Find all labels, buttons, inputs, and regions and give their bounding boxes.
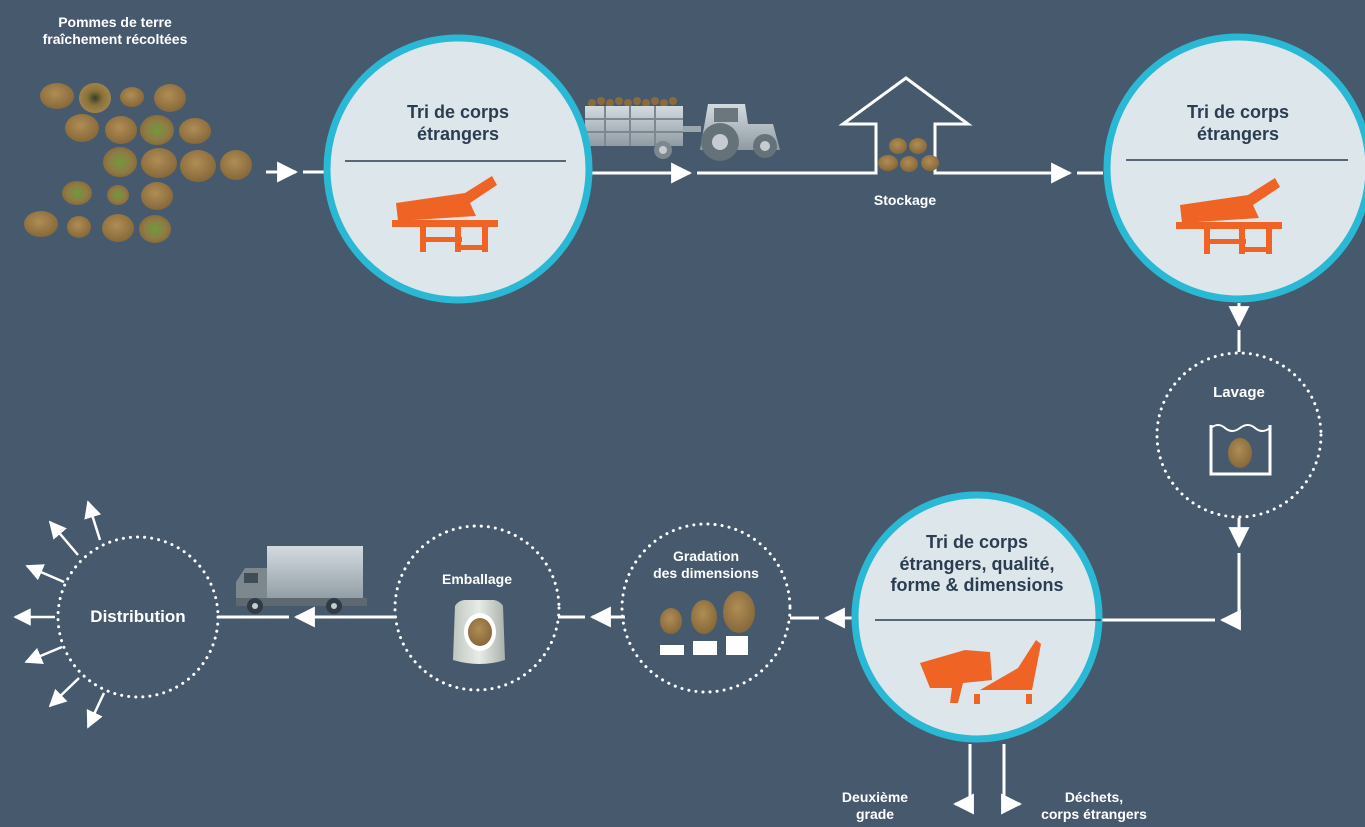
distribution-arrows [13,500,106,729]
sorting-station-2 [1103,33,1365,303]
distribution-label: Distribution [90,607,186,626]
tractor-icon [585,97,780,161]
washing-label: Lavage [1213,384,1265,401]
packaging-station [393,524,561,692]
potato-pile-icon [24,83,252,243]
sorting-station-1 [323,34,593,304]
truck-icon [236,546,367,614]
potato-icon [1228,438,1252,468]
waste-label: Déchets,corps étrangers [1041,789,1147,822]
washing-station [1155,351,1323,519]
grading-station [620,522,792,694]
grading-machine-icon [920,640,1041,704]
sorting-machine-icon [392,176,498,252]
sorting-machine-icon-2 [1176,178,1282,254]
storage-label: Stockage [873,192,937,208]
sorting-station-3 [851,491,1103,743]
packaging-label: Emballage [441,571,513,587]
flow-arrows [218,161,1250,815]
distribution-ring [56,535,220,699]
storage-house-icon [838,76,973,175]
